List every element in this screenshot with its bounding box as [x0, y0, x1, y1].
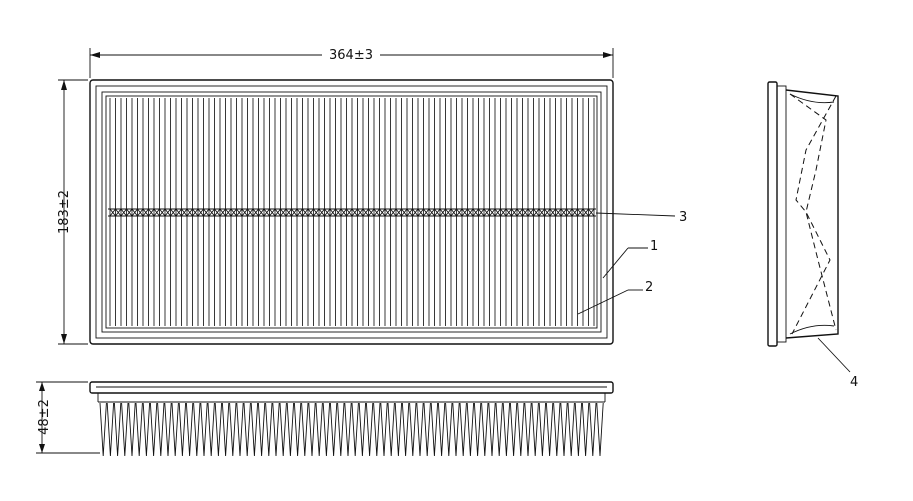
side-seal: [776, 85, 787, 343]
length-dimension: 364±3: [89, 46, 614, 78]
svg-text:1: 1: [650, 239, 658, 254]
frame-inner-edge: [95, 85, 608, 339]
callout-4: 4: [817, 337, 858, 390]
outer-frame: [89, 79, 614, 345]
pleat-lines: [109, 98, 595, 326]
pleat-teeth: [99, 402, 604, 457]
callout-2: 2: [577, 280, 653, 315]
svg-text:4: 4: [850, 375, 858, 390]
top-view: [89, 79, 614, 345]
callout-1: 1: [602, 239, 658, 279]
front-frame: [89, 381, 614, 394]
svg-text:2: 2: [645, 280, 653, 295]
seal-edge: [101, 91, 602, 333]
width-label: 183±2: [57, 190, 72, 234]
callout-3: 3: [595, 210, 687, 225]
height-dimension: 48±2: [36, 381, 100, 454]
media-area: [105, 95, 598, 329]
front-view: [89, 381, 614, 457]
support-strip: [108, 208, 596, 217]
width-dimension: 183±2: [57, 79, 88, 345]
length-label: 364±3: [329, 48, 373, 63]
side-view: [767, 81, 839, 347]
side-media: [785, 89, 839, 339]
side-frame: [767, 81, 778, 347]
height-label: 48±2: [37, 399, 52, 435]
svg-text:3: 3: [679, 210, 687, 225]
